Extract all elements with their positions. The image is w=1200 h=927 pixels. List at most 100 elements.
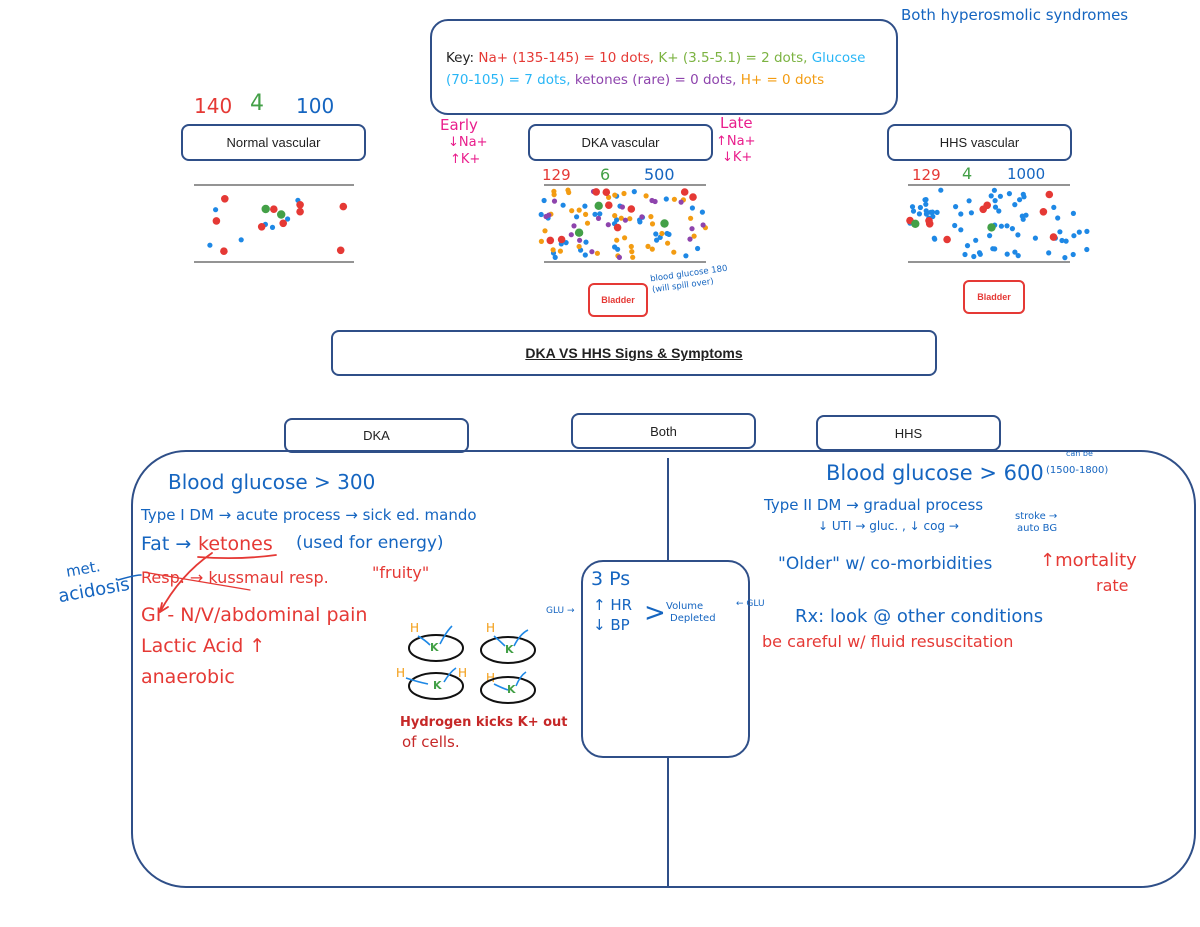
key-glucose: Glucose: [811, 50, 866, 66]
hhs-older: "Older" w/ co-morbidities: [778, 554, 993, 574]
dka-glucose-dot: [664, 230, 670, 237]
both-brace: >: [644, 598, 666, 628]
hhs-k-dot: [911, 219, 920, 228]
dka-vascular-dots: [538, 187, 709, 260]
hhs-glucose-dot: [1032, 235, 1038, 241]
cell-1-k: K: [430, 641, 439, 654]
hhs-rx: Rx: look @ other conditions: [795, 606, 1044, 627]
dka-h-dot: [688, 215, 694, 221]
dka-glucose-dot: [541, 197, 547, 204]
cell-4-h-in: [493, 683, 509, 691]
dka-glucose-dot: [657, 234, 663, 240]
normal-vascular-dots: [207, 195, 348, 255]
hhs-na-dot: [925, 217, 933, 225]
hhs-mortality-1: ↑mortality: [1040, 550, 1137, 571]
hhs-na-value: 129: [912, 166, 941, 184]
cell-1-h-in: [417, 635, 431, 646]
hhs-glucose-dot: [1012, 202, 1018, 208]
hhs-glucose-dot: [996, 208, 1002, 214]
hhs-vascular-box: HHS vascular: [887, 124, 1072, 161]
dka-glucose-dot: [582, 203, 588, 209]
hhs-glucose-dot: [958, 211, 964, 217]
dka-glucose-dot: [552, 254, 558, 260]
cell-3-h: H: [396, 666, 406, 680]
hhs-glucose-dot: [991, 187, 998, 193]
dka-glucose-dot: [695, 245, 701, 252]
dka-glucose-dot: [654, 237, 660, 243]
dka-glucose-dot: [597, 211, 603, 217]
cell-2-h-in: [493, 635, 506, 647]
dka-h-dot: [614, 237, 620, 243]
hhs-glucose-dot: [976, 250, 983, 256]
hhs-glucose-dot: [922, 197, 928, 203]
dka-gi: GI - N/V/abdominal pain: [141, 604, 368, 626]
key-line-2: (70-105) = 7 dots, ketones (rare) = 0 do…: [446, 69, 896, 91]
dka-k-value: 6: [600, 165, 611, 184]
cell-2-k: K: [505, 643, 514, 656]
cell-2: [480, 636, 536, 664]
hhs-glucose-dot: [1015, 253, 1021, 259]
cell-3-k: K: [433, 679, 442, 692]
key-ketones: ketones (rare) = 0 dots,: [574, 72, 737, 88]
dka-h-dot: [629, 249, 635, 255]
dka-h-dot: [576, 207, 582, 213]
hhs-na-dot: [1049, 233, 1058, 241]
key-glucose-range: (70-105) = 7 dots,: [446, 72, 571, 88]
cell-3-h-2: H: [458, 666, 468, 680]
normal-na-dot: [270, 205, 278, 213]
hydrogen-note-2: of cells.: [402, 733, 460, 751]
dka-glucose-dot: [653, 231, 659, 237]
normal-na-dot: [212, 217, 221, 225]
hhs-glucose-dot: [1004, 223, 1010, 229]
dka-glucose-dot: [574, 214, 580, 220]
dka-anaerobic: anaerobic: [141, 666, 235, 688]
cell-2-h: H: [486, 621, 496, 635]
dka-ketones-dot: [568, 232, 574, 238]
dka-h-dot: [551, 192, 557, 198]
both-hr: ↑ HR: [593, 596, 633, 614]
hhs-glucose-dot: [910, 208, 917, 214]
hhs-glucose-dot: [923, 211, 930, 217]
acidosis-connector: [117, 574, 142, 581]
cell-2-k-out: [513, 629, 529, 647]
hhs-glucose-dot: [1070, 251, 1076, 258]
both-volume-1: Volume: [666, 601, 704, 612]
hhs-careful: be careful w/ fluid resuscitation: [762, 632, 1014, 651]
normal-na-dot: [220, 247, 228, 255]
normal-k-value: 4: [250, 91, 264, 116]
dka-ketones-dot: [595, 215, 602, 221]
both-glu-right: ← GLU: [736, 599, 765, 609]
dka-na-dot: [546, 236, 555, 245]
key-line-1: Key: Na+ (135-145) = 10 dots, K+ (3.5-5.…: [446, 47, 896, 69]
vessel-walls: [194, 184, 1070, 263]
normal-glucose-dot: [269, 224, 276, 230]
dka-h-dot: [583, 211, 589, 217]
dka-h-dot: [649, 246, 655, 252]
dka-h-dot: [612, 192, 618, 198]
both-volume-2: Depleted: [670, 613, 716, 624]
hhs-glucose-dot: [971, 253, 977, 260]
key-box: Key: Na+ (135-145) = 10 dots, K+ (3.5-5.…: [430, 19, 898, 115]
normal-k-dot: [277, 210, 286, 219]
hhs-glucose-dot: [952, 222, 958, 229]
cell-1: [408, 634, 464, 662]
normal-na-dot: [339, 202, 348, 211]
dka-h-dot: [565, 187, 571, 193]
dka-h-dot: [594, 250, 601, 256]
hhs-glucose-dot: [1071, 233, 1077, 239]
normal-na-value: 140: [194, 94, 233, 118]
dka-ketones-dot: [616, 254, 623, 260]
late-na: ↑Na+: [716, 134, 756, 149]
hhs-na-dot: [979, 205, 987, 214]
dka-h-dot: [606, 194, 612, 200]
dka-bladder: Bladder: [588, 283, 648, 317]
dka-h-dot: [671, 196, 678, 202]
hhs-glucose-dot: [997, 193, 1004, 199]
dka-glucose-dot: [615, 246, 621, 252]
cells: [408, 634, 536, 704]
hhs-glucose-dot: [930, 213, 936, 220]
hhs-glucose-dot: [988, 193, 994, 199]
section-title: DKA VS HHS Signs & Symptoms: [525, 345, 743, 361]
column-dka: DKA: [284, 418, 469, 453]
dka-glucose-dot: [583, 239, 589, 245]
